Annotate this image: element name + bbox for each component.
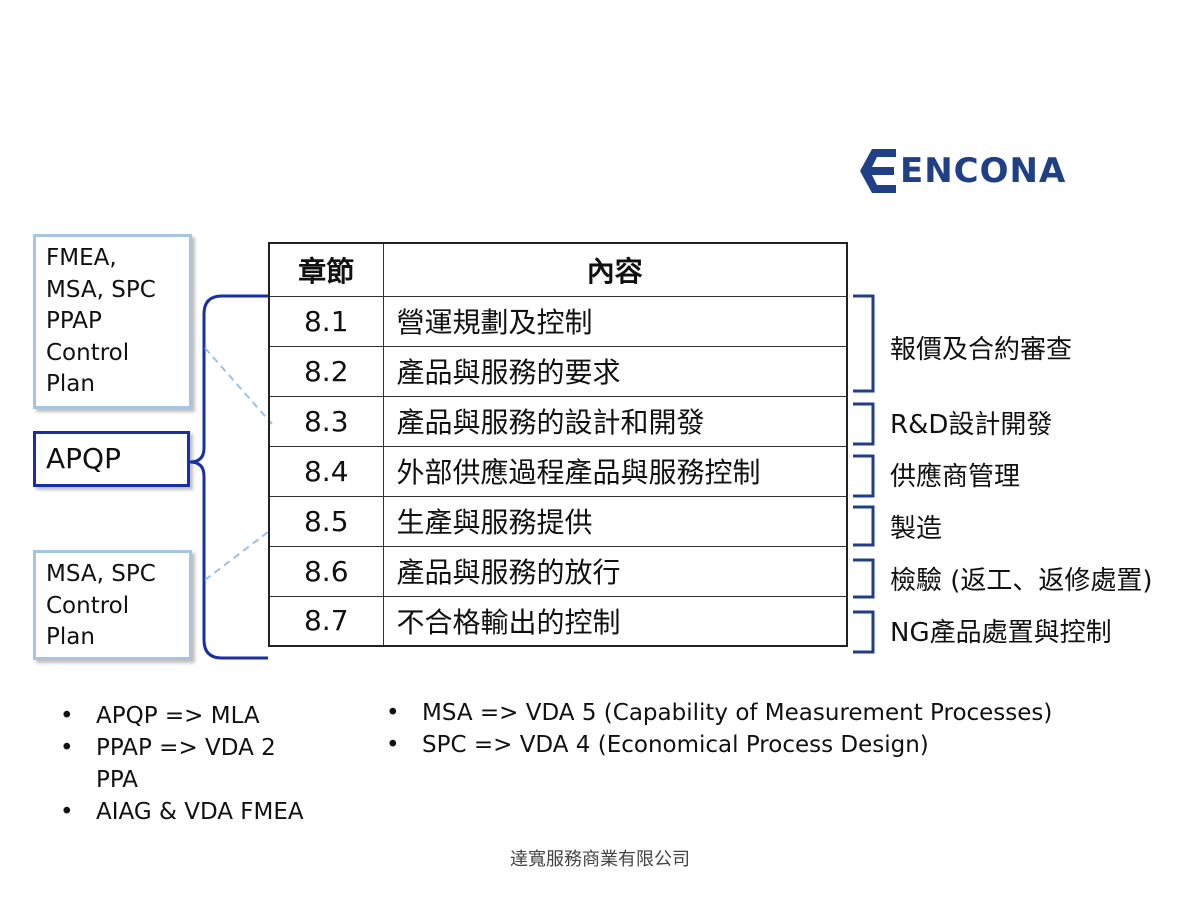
label-supplier: 供應商管理 bbox=[890, 462, 1021, 492]
clause-table: 章節 內容 8.1 營運規劃及控制 8.2 產品與服務的要求 8.3 產品與服務… bbox=[268, 242, 848, 647]
row-content: 不合格輸出的控制 bbox=[382, 595, 848, 647]
label-inspection: 檢驗 (返工、返修處置) bbox=[890, 566, 1153, 596]
footer-company: 達寬服務商業有限公司 bbox=[510, 849, 690, 870]
header-content: 內容 bbox=[382, 242, 848, 297]
list-item: APQP => MLA bbox=[58, 700, 304, 732]
apqp-box: APQP bbox=[33, 431, 190, 487]
fmea-connector bbox=[204, 347, 273, 425]
list-item: AIAG & VDA FMEA bbox=[58, 796, 304, 828]
table-row: 8.3 產品與服務的設計和開發 bbox=[268, 395, 848, 447]
bracket-quote bbox=[853, 294, 875, 393]
bracket-inspection bbox=[853, 558, 875, 599]
list-item: MSA => VDA 5 (Capability of Measurement … bbox=[384, 697, 1052, 729]
row-section: 8.1 bbox=[268, 295, 384, 347]
header-section: 章節 bbox=[268, 242, 384, 297]
table-row: 8.2 產品與服務的要求 bbox=[268, 345, 848, 397]
label-manufacture: 製造 bbox=[890, 514, 943, 544]
msa-line: Control bbox=[46, 592, 130, 619]
bracket-ng bbox=[853, 610, 875, 654]
fmea-line: Plan bbox=[46, 371, 95, 397]
label-quote-contract: 報價及合約審查 bbox=[890, 335, 1073, 365]
label-ng-control: NG產品處置與控制 bbox=[890, 618, 1112, 648]
list-item: SPC => VDA 4 (Economical Process Design) bbox=[384, 729, 1052, 761]
fmea-line: MSA, SPC bbox=[46, 276, 156, 303]
logo-text: ENCONA bbox=[900, 151, 1067, 191]
row-section: 8.6 bbox=[268, 545, 384, 597]
table-header-row: 章節 內容 bbox=[268, 242, 848, 297]
row-content: 產品與服務的設計和開發 bbox=[382, 395, 848, 447]
row-content: 產品與服務的要求 bbox=[382, 345, 848, 397]
fmea-line: FMEA, bbox=[46, 245, 117, 271]
msa-line: Plan bbox=[46, 624, 95, 650]
row-section: 8.7 bbox=[268, 595, 384, 647]
msa-connector bbox=[204, 531, 269, 581]
label-rd: R&D設計開發 bbox=[890, 410, 1053, 440]
fmea-tools-box: FMEA, MSA, SPC PPAP Control Plan bbox=[33, 234, 192, 409]
bracket-supplier bbox=[853, 454, 875, 498]
row-section: 8.4 bbox=[268, 445, 384, 497]
row-content: 外部供應過程產品與服務控制 bbox=[382, 445, 848, 497]
logo-emblem-icon bbox=[860, 149, 896, 193]
table-row: 8.6 產品與服務的放行 bbox=[268, 545, 848, 597]
fmea-line: Control bbox=[46, 339, 130, 366]
list-item: PPAP => VDA 2 bbox=[58, 732, 304, 764]
table-row: 8.5 生產與服務提供 bbox=[268, 495, 848, 547]
table-row: 8.7 不合格輸出的控制 bbox=[268, 595, 848, 647]
table-row: 8.4 外部供應過程產品與服務控制 bbox=[268, 445, 848, 497]
bullet-list-left: APQP => MLA PPAP => VDA 2 PPA AIAG & VDA… bbox=[58, 700, 304, 828]
bullet-list-right: MSA => VDA 5 (Capability of Measurement … bbox=[384, 697, 1052, 761]
row-section: 8.3 bbox=[268, 395, 384, 447]
fmea-line: PPAP bbox=[46, 308, 102, 334]
msa-tools-box: MSA, SPC Control Plan bbox=[33, 550, 192, 660]
row-content: 生產與服務提供 bbox=[382, 495, 848, 547]
list-item-continuation: PPA bbox=[96, 767, 139, 793]
msa-line: MSA, SPC bbox=[46, 561, 156, 587]
bracket-manufacture bbox=[853, 505, 875, 547]
bracket-rd bbox=[853, 402, 875, 446]
apqp-left-brace bbox=[189, 294, 268, 660]
encona-logo: ENCONA bbox=[858, 145, 1103, 197]
row-section: 8.2 bbox=[268, 345, 384, 397]
table-row: 8.1 營運規劃及控制 bbox=[268, 295, 848, 347]
row-content: 產品與服務的放行 bbox=[382, 545, 848, 597]
row-section: 8.5 bbox=[268, 495, 384, 547]
row-content: 營運規劃及控制 bbox=[382, 295, 848, 347]
